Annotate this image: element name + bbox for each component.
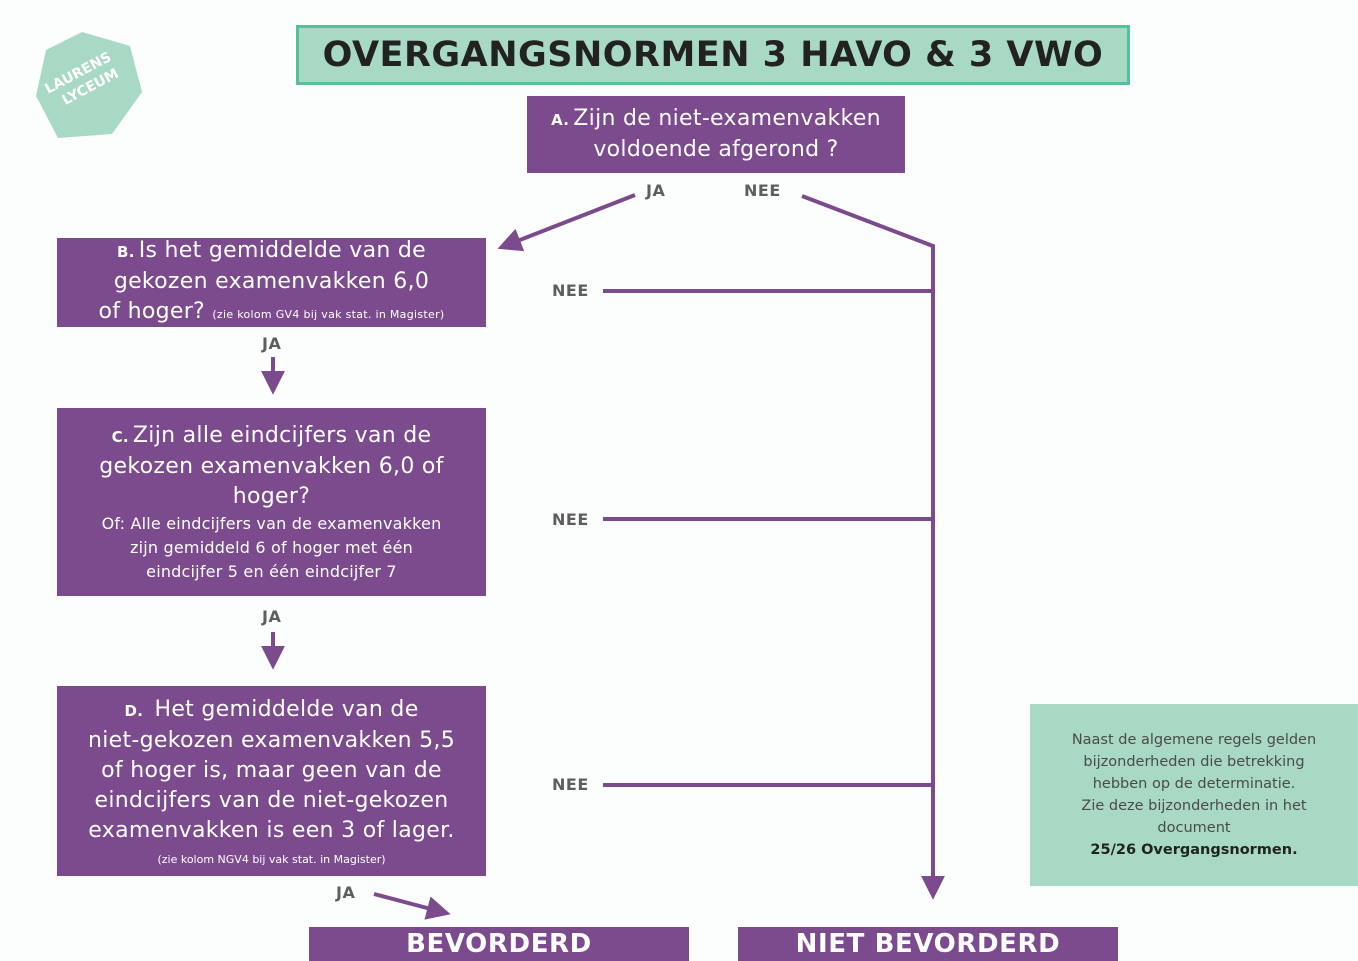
label-b-no: NEE <box>552 281 589 300</box>
info-line-4: Zie deze bijzonderheden in het <box>1081 798 1307 814</box>
question-d-note: (zie kolom NGV4 bij vak stat. in Magiste… <box>157 852 386 866</box>
title-banner: OVERGANGSNORMEN 3 HAVO & 3 VWO <box>296 25 1130 85</box>
question-a-letter: A. <box>551 111 570 129</box>
info-line-5: document <box>1157 820 1231 836</box>
question-c-sub-1: Of: Alle eindcijfers van de examenvakken <box>101 513 442 533</box>
label-a-no: NEE <box>744 181 781 200</box>
label-d-yes: JA <box>336 883 356 902</box>
question-d-box: D. Het gemiddelde van de niet-gekozen ex… <box>57 686 486 876</box>
info-document-name: 25/26 Overgangsnormen. <box>1090 842 1298 858</box>
arrow-a-yes <box>497 193 636 252</box>
info-line-3: hebben op de determinatie. <box>1092 776 1296 792</box>
question-b-letter: B. <box>116 242 135 261</box>
info-line-1: Naast de algemene regels gelden <box>1071 732 1317 748</box>
question-a-line-1: Zijn de niet-examenvakken <box>573 106 881 131</box>
label-c-yes: JA <box>262 607 282 626</box>
question-c-letter: C. <box>111 427 129 446</box>
info-note: Naast de algemene regels gelden bijzonde… <box>1030 704 1358 886</box>
question-d-line-4: eindcijfers van de niet-gekozen <box>94 787 449 813</box>
question-c-line-2: gekozen examenvakken 6,0 of <box>99 453 444 479</box>
label-c-no: NEE <box>552 510 589 529</box>
question-b-line-2: gekozen examenvakken 6,0 <box>113 268 430 294</box>
question-d-line-5: examenvakken is een 3 of lager. <box>88 817 455 843</box>
question-d-line-3: of hoger is, maar geen van de <box>101 757 442 783</box>
result-not-promoted: NIET BEVORDERD <box>738 927 1118 961</box>
question-a-box: A.Zijn de niet-examenvakken voldoende af… <box>527 96 905 173</box>
label-a-yes: JA <box>646 181 666 200</box>
page-title: OVERGANGSNORMEN 3 HAVO & 3 VWO <box>322 35 1104 75</box>
question-c-sub-2: zijn gemiddeld 6 of hoger met één <box>130 537 413 557</box>
question-d-letter: D. <box>124 701 144 720</box>
question-c-sub-3: eindcijfer 5 en één eindcijfer 7 <box>146 561 397 581</box>
question-b-box: B.Is het gemiddelde van de gekozen exame… <box>57 238 486 327</box>
label-b-yes: JA <box>262 334 282 353</box>
result-promoted: BEVORDERD <box>309 927 689 961</box>
question-b-note: (zie kolom GV4 bij vak stat. in Magister… <box>212 307 445 321</box>
question-d-line-2: niet-gekozen examenvakken 5,5 <box>87 727 455 753</box>
question-a-line-2: voldoende afgerond ? <box>593 137 839 162</box>
school-logo: LAURENS LYCEUM <box>34 30 144 142</box>
question-d-line-1: Het gemiddelde van de <box>154 696 419 722</box>
question-c-box: C.Zijn alle eindcijfers van de gekozen e… <box>57 408 486 596</box>
line-a-no <box>801 194 945 900</box>
question-b-line-3: of hoger? <box>98 298 206 324</box>
question-b-line-1: Is het gemiddelde van de <box>138 237 427 263</box>
label-d-no: NEE <box>552 775 589 794</box>
question-c-line-1: Zijn alle eindcijfers van de <box>132 422 432 448</box>
question-c-line-3: hoger? <box>232 483 311 509</box>
arrow-d-yes <box>373 892 451 920</box>
info-line-2: bijzonderheden die betrekking <box>1083 754 1305 770</box>
